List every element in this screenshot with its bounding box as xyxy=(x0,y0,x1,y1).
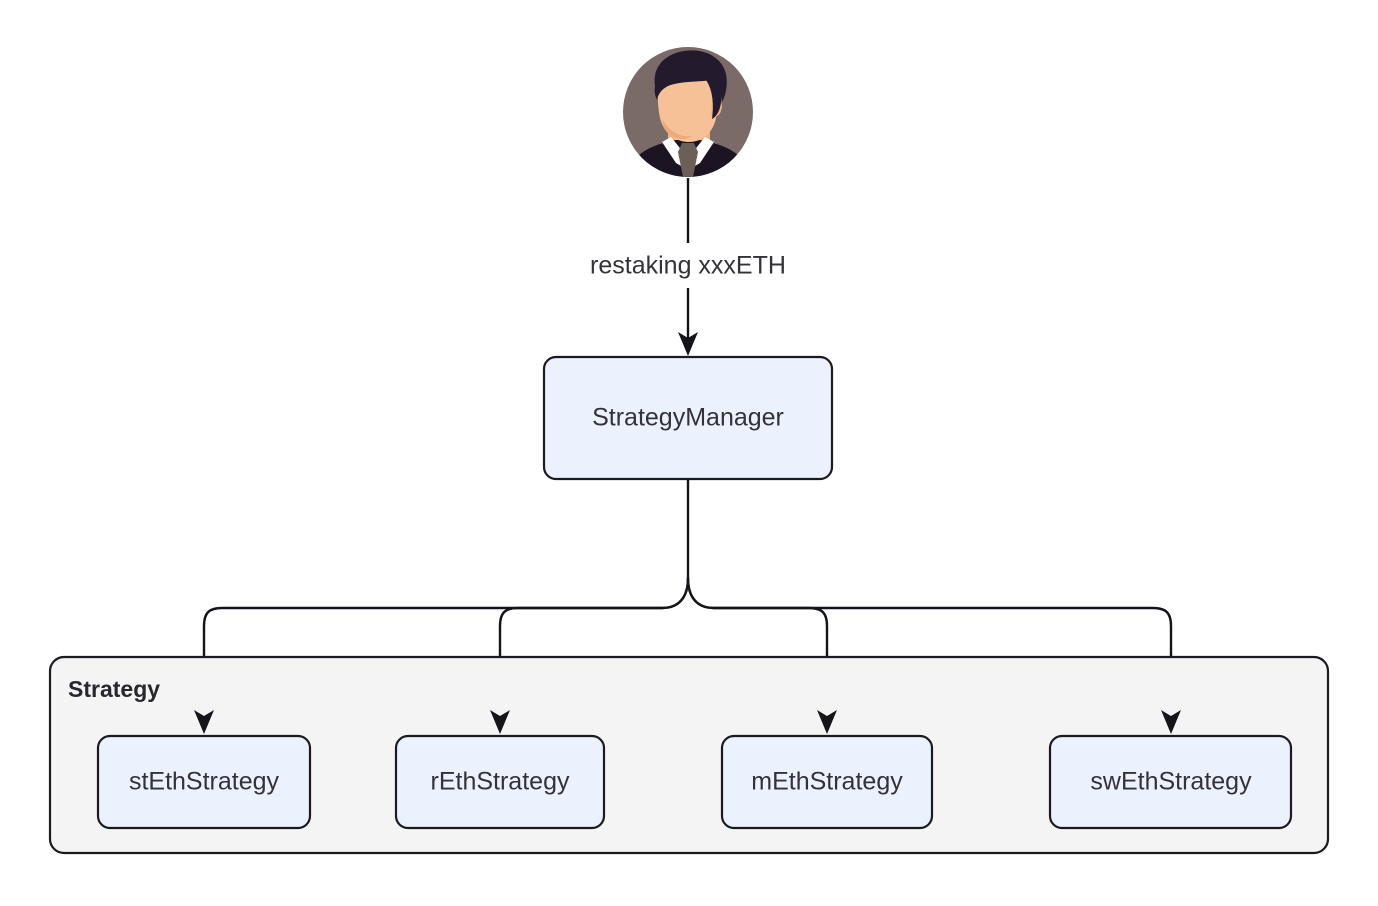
edge-branch-r-eth xyxy=(498,577,690,716)
node-st-eth-strategy[interactable]: stEthStrategy xyxy=(96,734,312,830)
arrowhead-to-manager xyxy=(678,332,698,356)
node-m-eth-strategy[interactable]: mEthStrategy xyxy=(720,734,934,830)
cluster-strategy: Strategy xyxy=(48,655,1330,855)
node-r-eth-strategy-label: rEthStrategy xyxy=(431,768,570,796)
node-st-eth-strategy-label: stEthStrategy xyxy=(129,768,280,796)
businessman-avatar-icon xyxy=(623,47,753,177)
edge-label-restaking: restaking xxxETH xyxy=(590,252,786,280)
arrowheads-overlay xyxy=(194,710,1181,734)
node-strategy-manager-label: StrategyManager xyxy=(592,404,784,432)
node-r-eth-strategy[interactable]: rEthStrategy xyxy=(394,734,606,830)
node-m-eth-strategy-label: mEthStrategy xyxy=(751,768,903,796)
node-sw-eth-strategy[interactable]: swEthStrategy xyxy=(1048,734,1293,830)
edge-branch-sw-eth xyxy=(686,577,1173,716)
node-sw-eth-strategy-label: swEthStrategy xyxy=(1090,768,1252,796)
cluster-strategy-title: Strategy xyxy=(68,676,160,702)
node-strategy-manager[interactable]: StrategyManager xyxy=(542,355,834,481)
